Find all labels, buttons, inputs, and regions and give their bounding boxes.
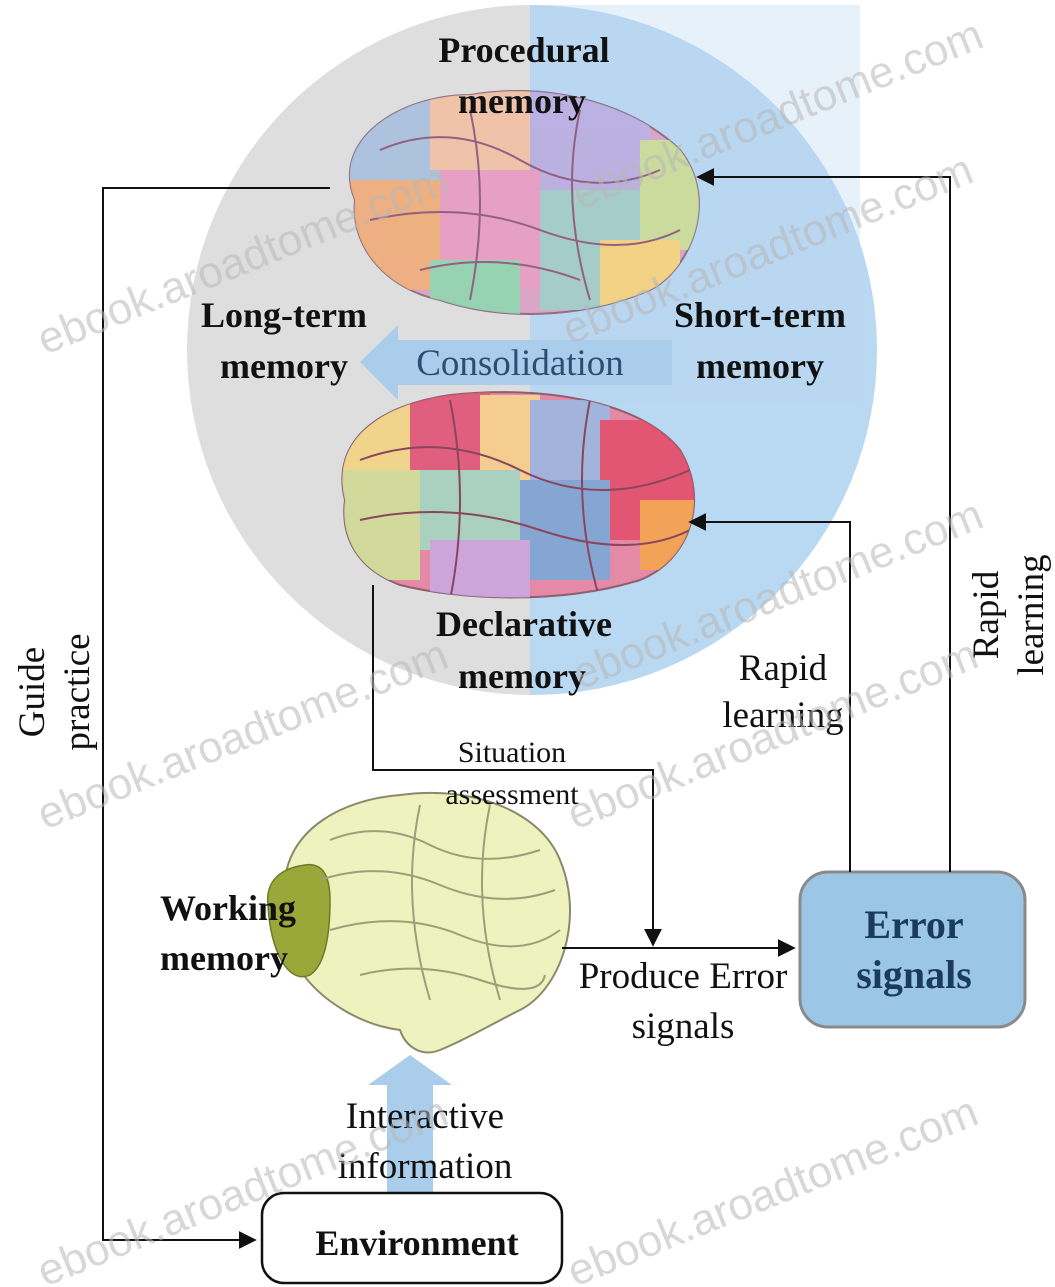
situation-assessment-label-line1: Situation (458, 736, 566, 769)
long-term-memory-label-line2: memory (220, 346, 348, 386)
procedural-memory-label-line1: Procedural (438, 30, 609, 70)
error-signals-label-line2: signals (856, 952, 972, 997)
situation-assessment-label-line2: assessment (445, 778, 579, 811)
rapid-learning-mid-label-line1: Rapid (739, 648, 828, 689)
produce-error-label-line2: signals (632, 1006, 735, 1047)
procedural-memory-label-line2: memory (458, 81, 586, 121)
rapid-learning-right-label-line2: learning (1011, 554, 1052, 675)
declarative-memory-label-line1: Declarative (436, 604, 612, 644)
declarative-memory-label-line2: memory (458, 656, 586, 696)
produce-error-label-line1: Produce Error (579, 956, 788, 997)
short-term-memory-label-line2: memory (696, 346, 824, 386)
watermark-text: ebook.aroadtome.com (560, 1087, 984, 1287)
working-brain-image (268, 793, 570, 1053)
long-term-memory-label-line1: Long-term (201, 295, 367, 335)
declarative-brain-image (330, 390, 700, 600)
environment-label: Environment (315, 1223, 518, 1263)
error-signals-box (800, 872, 1025, 1027)
guide-practice-label-line1: Guide (12, 647, 53, 737)
working-memory-label-line1: Working (160, 888, 296, 928)
guide-practice-label-line2: practice (57, 633, 98, 750)
working-memory-label-line2: memory (160, 938, 288, 978)
consolidation-label: Consolidation (416, 343, 624, 384)
error-signals-label-line1: Error (864, 902, 963, 947)
